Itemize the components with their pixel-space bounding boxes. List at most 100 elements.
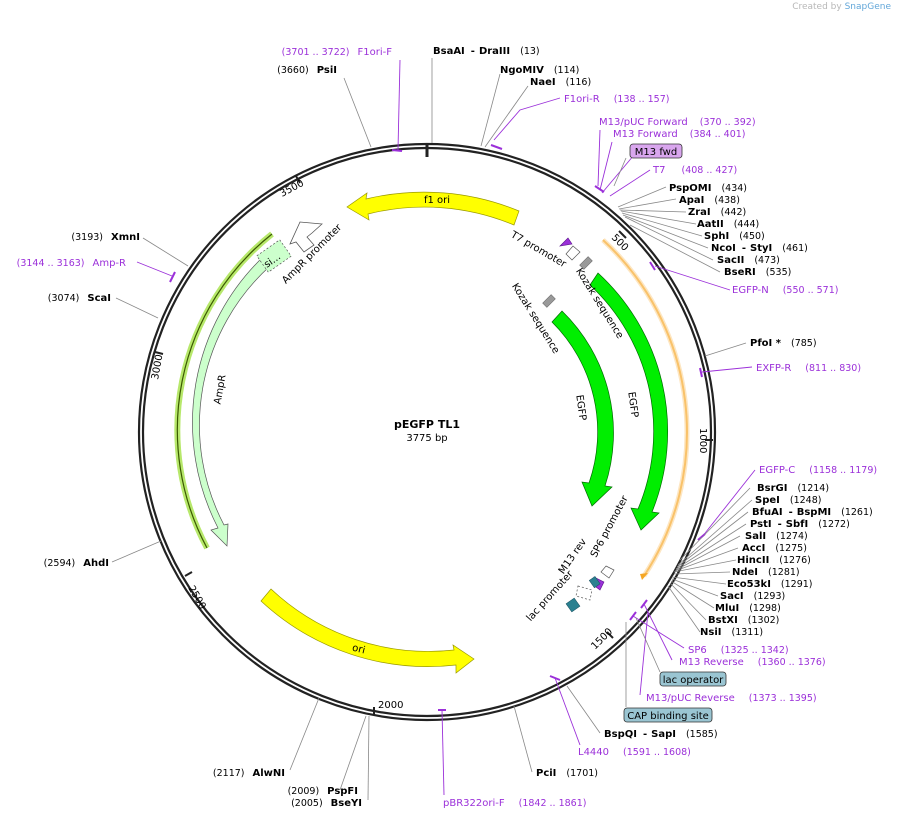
primer-f1ori-f[interactable]: (3701 .. 3722)F1ori-F	[282, 47, 393, 58]
egfp-inner-arrow[interactable]	[551, 310, 614, 507]
site-bsaai[interactable]: BsaAI-DraIII(13)	[433, 46, 540, 57]
site-spei-pos: (1248)	[790, 495, 822, 506]
site-psti-name: PstI	[750, 519, 772, 530]
orange-band-glow	[601, 238, 690, 578]
site-pspfi[interactable]: (2009)PspFI	[288, 786, 358, 797]
kozak-box-inner[interactable]	[542, 294, 556, 308]
site-bseri[interactable]: BseRI(535)	[724, 267, 791, 278]
site-ahdi[interactable]: (2594)AhdI	[44, 558, 109, 569]
primer-m13-reverse[interactable]: M13 Reverse(1360 .. 1376)	[679, 657, 826, 668]
site-bspqi[interactable]: BspQI-SapI(1585)	[604, 729, 718, 740]
ori-label: ori	[351, 643, 366, 657]
egfp-outer-arrow[interactable]	[589, 272, 669, 531]
site-spei[interactable]: SpeI(1248)	[755, 495, 821, 506]
site-psti[interactable]: PstI-SbfI(1272)	[750, 519, 850, 530]
f1-ori-arrow[interactable]	[346, 191, 520, 226]
ampr-label: AmpR	[213, 374, 229, 405]
primer-egfp-n-name: EGFP-N	[732, 285, 769, 296]
site-bseyi[interactable]: (2005)BseYI	[291, 798, 362, 809]
site-alwni[interactable]: (2117)AlwNI	[213, 768, 285, 779]
primer-m13puc-rev[interactable]: M13/pUC Reverse(1373 .. 1395)	[646, 693, 817, 704]
site-apai-name: ApaI	[679, 195, 704, 206]
primer-tick-egfp-n	[649, 261, 656, 271]
cap-binding-site-box[interactable]	[623, 707, 713, 723]
ampr-outer-line	[176, 233, 273, 549]
primer-pbr322ori-f[interactable]: pBR322ori-F(1842 .. 1861)	[443, 798, 586, 809]
lac-promoter-label: lac promoter	[525, 568, 577, 624]
site-nsii[interactable]: NsiI(1311)	[700, 627, 763, 638]
site-mlui[interactable]: MluI(1298)	[715, 603, 781, 614]
site-hincii[interactable]: HincII(1276)	[737, 555, 811, 566]
site-zrai[interactable]: ZraI (442)	[688, 207, 746, 218]
site-sphi[interactable]: SphI(450)	[704, 231, 765, 242]
site-bsaai-pos: (13)	[520, 46, 540, 57]
sp6-promoter-arrow[interactable]	[600, 565, 615, 579]
site-bfuai[interactable]: BfuAI-BspMI(1261)	[752, 507, 873, 518]
site-sali[interactable]: SalI(1274)	[745, 531, 808, 542]
site-ndei-pos: (1281)	[768, 567, 800, 578]
site-ngomiv[interactable]: NgoMIV(114)	[500, 65, 579, 76]
site-acci[interactable]: AccI(1275)	[742, 543, 807, 554]
ori-arrow[interactable]	[260, 588, 475, 674]
site-bseri-name: BseRI	[724, 267, 756, 278]
site-sacii[interactable]: SacII(473)	[717, 255, 780, 266]
site-bstxi[interactable]: BstXI(1302)	[708, 615, 779, 626]
primer-exfp-r[interactable]: EXFP-R(811 .. 830)	[756, 363, 861, 374]
boxed-features: M13 fwd lac operator CAP binding site	[623, 143, 727, 723]
primer-t7[interactable]: T7(408 .. 427)	[652, 165, 737, 176]
site-psii[interactable]: (3660)PsiI	[277, 65, 337, 76]
site-bseyi-pos: (2005)	[291, 798, 323, 809]
site-zrai-pos: (442)	[721, 207, 747, 218]
site-scai[interactable]: (3074)ScaI	[48, 293, 111, 304]
t7-promoter-arrow[interactable]	[565, 245, 581, 261]
ampr-promoter-arrow[interactable]	[289, 221, 323, 253]
tick-3000	[154, 351, 164, 355]
snapgene-credit: Created by SnapGene	[792, 2, 891, 12]
site-eco53ki-pos: (1291)	[781, 579, 813, 590]
primer-labels: (3701 .. 3722)F1ori-F F1ori-R(138 .. 157…	[17, 47, 877, 809]
site-bsaai-name: BsaAI	[433, 46, 465, 57]
site-eco53ki[interactable]: Eco53kI(1291)	[727, 579, 813, 590]
primer-sp6[interactable]: SP6(1325 .. 1342)	[688, 645, 789, 656]
primer-pbr322ori-f-name: pBR322ori-F	[443, 798, 505, 809]
site-psti-pos: (1272)	[818, 519, 850, 530]
primer-amp-r[interactable]: (3144 .. 3163)Amp-R	[17, 258, 126, 269]
site-apai-pos: (438)	[714, 195, 740, 206]
lac-promoter-arrow[interactable]	[575, 585, 593, 601]
tick-2500	[184, 571, 193, 577]
site-pspomi[interactable]: PspOMI(434)	[669, 183, 747, 194]
site-xmni[interactable]: (3193)XmnI	[71, 232, 140, 243]
site-scai-pos: (3074)	[48, 293, 80, 304]
signal-sequence-box[interactable]	[256, 239, 292, 273]
site-ncoi[interactable]: NcoI-StyI(461)	[711, 243, 808, 254]
site-pcii-pos: (1701)	[566, 768, 598, 779]
site-aatii[interactable]: AatII(444)	[697, 219, 759, 230]
primer-egfp-c[interactable]: EGFP-C(1158 .. 1179)	[759, 465, 877, 476]
site-zrai-name: ZraI	[688, 207, 711, 218]
site-naei-pos: (116)	[566, 77, 592, 88]
ampr-arrow[interactable]	[192, 255, 271, 547]
site-saci[interactable]: SacI(1293)	[720, 591, 785, 602]
site-apai[interactable]: ApaI (438)	[679, 195, 740, 206]
site-naei[interactable]: NaeI(116)	[530, 77, 591, 88]
primer-m13puc-fwd[interactable]: M13/pUC Forward(370 .. 392)	[599, 117, 756, 128]
site-pfoi[interactable]: PfoI *(785)	[750, 338, 817, 349]
lac-operator-box[interactable]	[659, 671, 727, 687]
site-labels: BsaAI-DraIII(13) NgoMIV(114) NaeI(116) P…	[44, 46, 873, 809]
primer-egfp-n[interactable]: EGFP-N(550 .. 571)	[732, 285, 838, 296]
kozak-label-inner: Kozak sequence	[509, 282, 561, 356]
site-pcii[interactable]: PciI(1701)	[536, 768, 598, 779]
site-ndei[interactable]: NdeI(1281)	[732, 567, 800, 578]
site-saci-pos: (1293)	[754, 591, 786, 602]
primer-f1ori-r[interactable]: F1ori-R(138 .. 157)	[564, 94, 669, 105]
plasmid-name: pEGFP TL1	[394, 418, 460, 431]
kozak-box-outer[interactable]	[579, 256, 593, 270]
primer-tick-m13puc-fwd	[594, 185, 605, 193]
primer-m13-forward[interactable]: M13 Forward(384 .. 401)	[613, 129, 746, 140]
site-ngomiv-name: NgoMIV	[500, 65, 544, 76]
site-bsrgi[interactable]: BsrGI(1214)	[757, 483, 829, 494]
m13-fwd-box[interactable]	[629, 143, 683, 159]
primer-l4440[interactable]: L4440(1591 .. 1608)	[578, 747, 691, 758]
primer-sp6-pos: (1325 .. 1342)	[721, 645, 789, 656]
